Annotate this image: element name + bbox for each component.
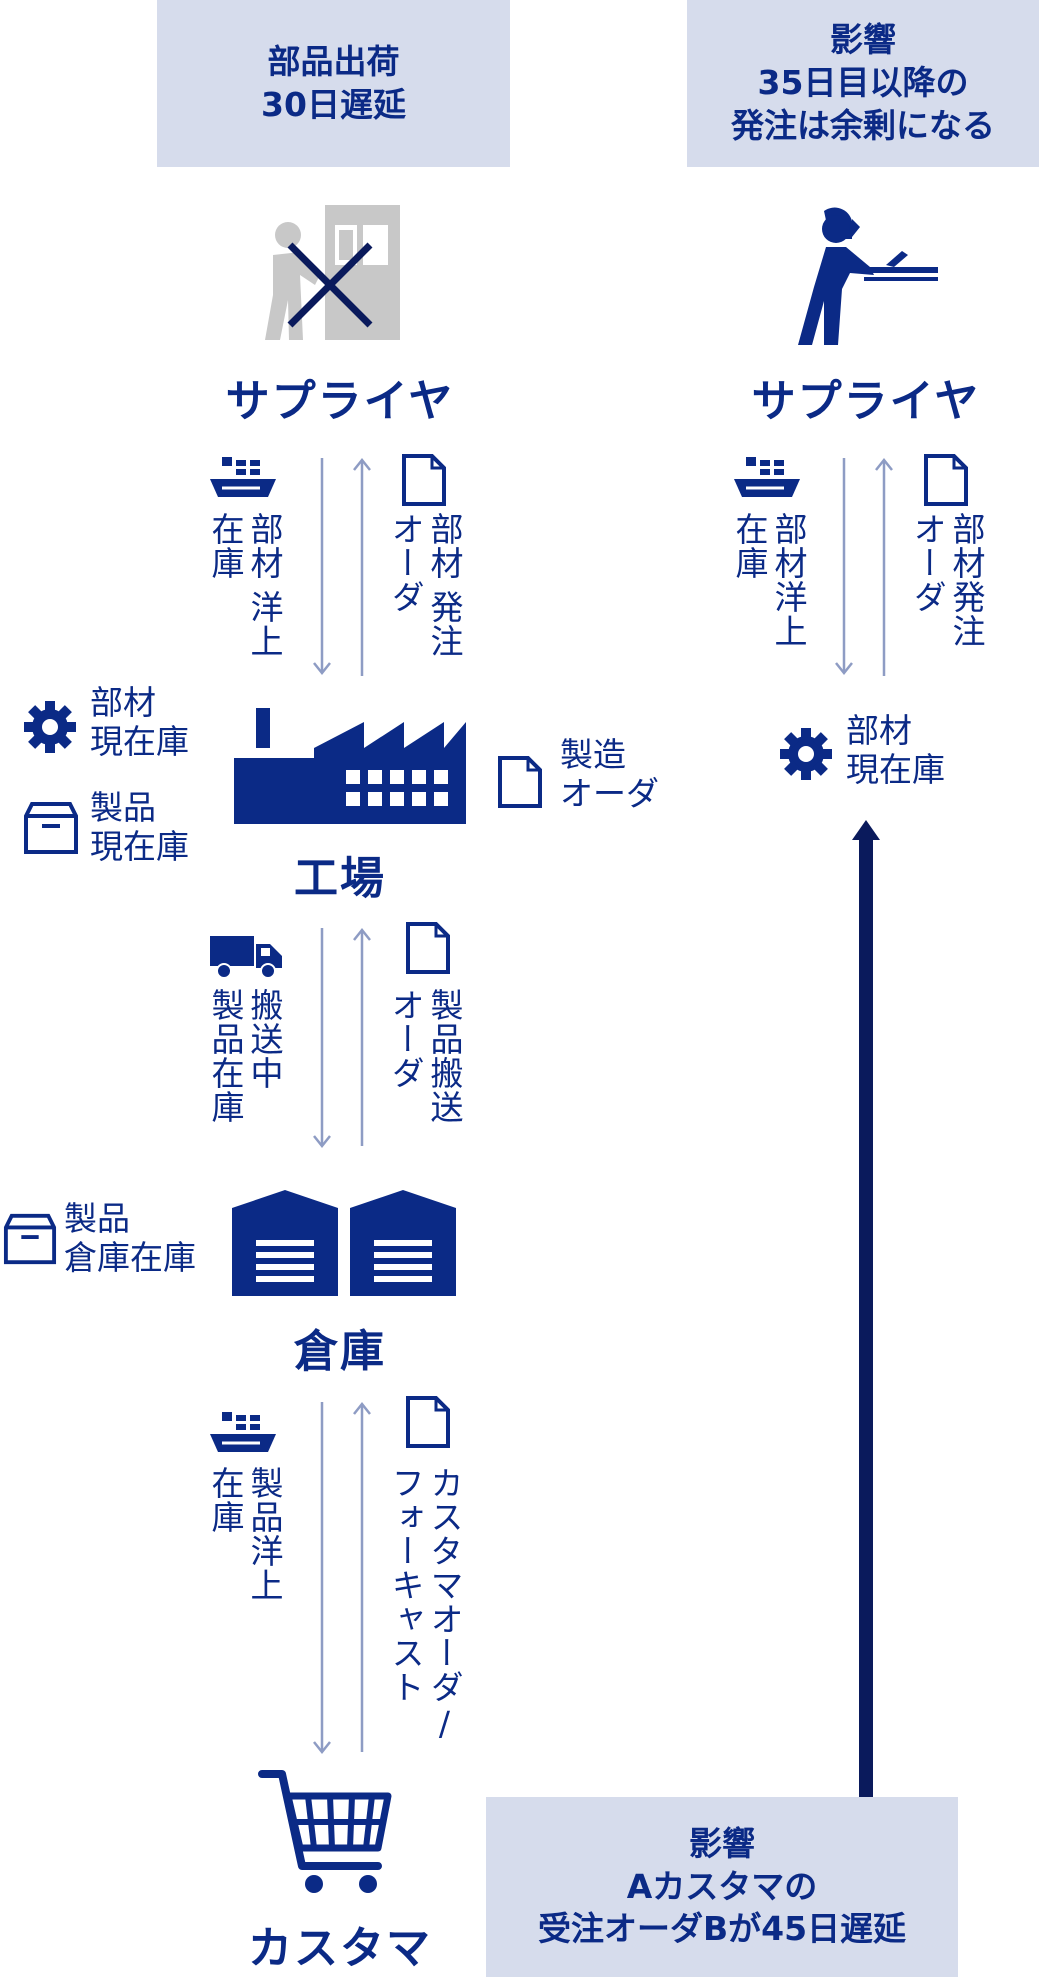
top-right-impact-box: 影響 35日目以降の 発注は余剰になる [687, 0, 1039, 167]
document-icon [498, 756, 542, 808]
left-flow1-down-text: 洋上 [244, 590, 284, 658]
box-line: 影響 [830, 20, 896, 60]
left-flow1-up-text: 発注 [424, 590, 464, 658]
document-icon [406, 922, 450, 974]
left-flow1-down-text: 在庫 [205, 512, 245, 580]
side-line: 製品 [64, 1199, 130, 1238]
factory-icon [234, 708, 466, 824]
left-supplier-label: サプライヤ [225, 376, 455, 427]
warehouse-label: 倉庫 [294, 1326, 386, 1377]
left-flow1-down-text: 部材 [244, 512, 284, 580]
ship-icon [734, 457, 800, 497]
right-supplier-label: サプライヤ [751, 376, 981, 427]
right-flow1-down-text: 部材洋上 [768, 512, 808, 648]
box-line: 受注オーダBが45日遅延 [537, 1909, 907, 1949]
supplier-worker-icon [798, 207, 938, 345]
top-left-impact-box: 部品出荷 30日遅延 [157, 0, 510, 167]
up-arrow [353, 457, 371, 676]
right-flow1-down-text: 在庫 [729, 512, 769, 580]
down-arrow [313, 928, 331, 1149]
left-flow3-down-text: 製品洋上 [244, 1466, 284, 1602]
ship-icon [210, 1412, 276, 1452]
factory-product-stock-label: 製品 現在庫 [90, 788, 189, 867]
down-arrow [313, 458, 331, 676]
down-arrow [313, 1402, 331, 1755]
factory-mfg-order-label: 製造 オーダ [560, 735, 659, 814]
gear-icon [780, 728, 832, 780]
warehouse-stock-label: 製品 倉庫在庫 [64, 1199, 196, 1278]
bottom-impact-box: 影響 Aカスタマの 受注オーダBが45日遅延 [486, 1797, 958, 1977]
left-flow1-up-text: 部材 [424, 512, 464, 580]
side-line: 製品 [90, 788, 156, 827]
box-line: 部品出荷 [267, 41, 400, 81]
left-flow2-up-text: オーダ [385, 988, 425, 1090]
side-line: オーダ [560, 773, 659, 813]
side-line: 現在庫 [90, 721, 189, 761]
document-icon [402, 454, 446, 506]
box-line: Aカスタマの [626, 1866, 818, 1906]
up-arrow [875, 457, 893, 676]
box-icon [3, 1213, 57, 1265]
side-line: 部材 [90, 683, 156, 722]
left-flow3-up-text: フォーキャスト [385, 1466, 425, 1704]
side-line: 倉庫在庫 [64, 1237, 196, 1277]
shopping-cart-icon [258, 1770, 392, 1893]
right-flow1-up-text: オーダ [907, 512, 947, 614]
left-flow3-down-text: 在庫 [205, 1466, 245, 1534]
right-parts-stock-label: 部材 現在庫 [846, 711, 945, 790]
right-flow1-up-text: 部材発注 [946, 512, 986, 648]
side-line: 製造 [560, 735, 626, 774]
side-line: 現在庫 [846, 749, 945, 789]
customer-label: カスタマ [248, 1923, 432, 1974]
box-line: 影響 [689, 1823, 755, 1863]
supplier-worker-blocked-icon [265, 205, 400, 340]
gear-icon [24, 701, 76, 753]
impact-feedback-arrow [852, 820, 880, 1798]
factory-parts-stock-label: 部材 現在庫 [90, 683, 189, 762]
left-flow2-up-text: 製品搬送 [424, 988, 464, 1124]
box-line: 30日遅延 [261, 84, 406, 124]
down-arrow [835, 458, 853, 676]
truck-icon [210, 936, 282, 979]
document-icon [406, 1396, 450, 1448]
left-flow2-down-text: 製品在庫 [205, 988, 245, 1124]
document-icon [924, 454, 968, 506]
ship-icon [210, 457, 276, 497]
factory-label: 工場 [294, 853, 386, 904]
up-arrow [353, 1401, 371, 1752]
left-flow2-down-text: 搬送中 [244, 988, 284, 1090]
warehouse-icon [232, 1190, 456, 1296]
left-flow1-up-text: オーダ [385, 512, 425, 614]
left-flow3-up-text: カスタマオーダ/ [424, 1466, 464, 1744]
box-icon [24, 802, 78, 854]
side-line: 現在庫 [90, 826, 189, 866]
box-line: 35日目以降の [757, 63, 969, 103]
up-arrow [353, 927, 371, 1146]
box-line: 発注は余剰になる [731, 105, 995, 145]
side-line: 部材 [846, 711, 912, 750]
